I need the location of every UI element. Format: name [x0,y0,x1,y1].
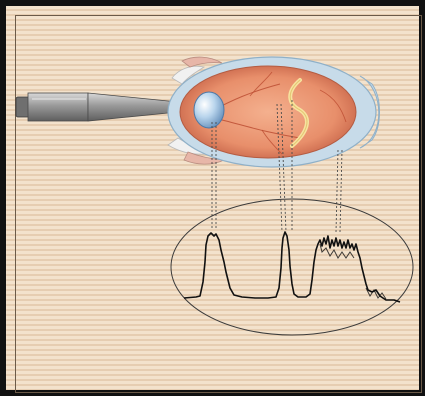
waveform-icon [171,199,413,335]
probe-icon [16,93,178,121]
lens-icon [194,92,224,128]
